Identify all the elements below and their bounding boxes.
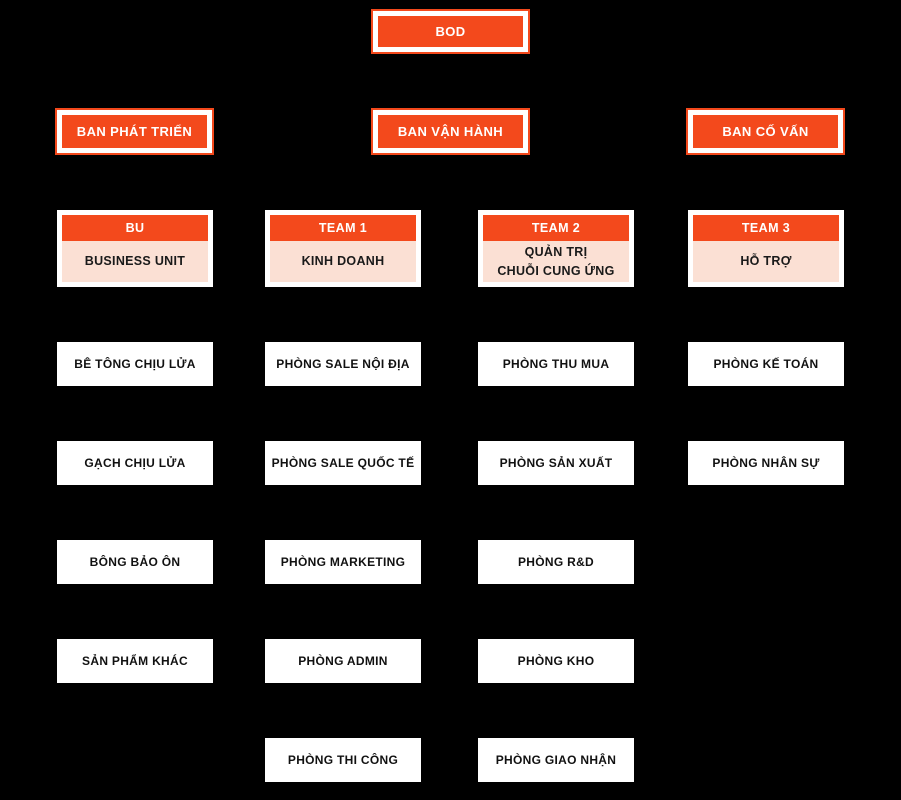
node-bod-label: BOD [435,24,466,39]
node-team-2-code: TEAM 2 [483,215,629,241]
dept-label: PHÒNG KHO [517,654,595,668]
node-team-bu-code: BU [62,215,208,241]
node-dept-rnd: PHÒNG R&D [478,540,634,584]
node-team-1-code: TEAM 1 [270,215,416,241]
node-team-2-name: QUẢN TRỊ CHUỖI CUNG ỨNG [497,245,615,278]
dept-label: PHÒNG SALE NỘI ĐỊA [276,357,410,371]
node-division-advisory: BAN CỐ VẤN [686,108,845,155]
node-team-bu-name-wrap: BUSINESS UNIT [62,241,208,282]
node-team-1-name: KINH DOANH [301,254,385,269]
node-dept-kho: PHÒNG KHO [478,639,634,683]
node-division-advisory-label: BAN CỐ VẤN [722,124,809,139]
node-dept-san-pham-khac: SẢN PHẨM KHÁC [57,639,213,683]
dept-label: PHÒNG THI CÔNG [287,753,399,767]
node-dept-sale-quoc-te: PHÒNG SALE QUỐC TẾ [265,441,421,485]
node-division-operations: BAN VẬN HÀNH [371,108,530,155]
dept-label: SẢN PHẨM KHÁC [82,654,188,668]
node-team-3-name: HỖ TRỢ [740,254,792,269]
node-dept-san-xuat: PHÒNG SẢN XUẤT [478,441,634,485]
dept-label: PHÒNG NHÂN SỰ [712,456,820,470]
dept-label: BÔNG BẢO ÔN [89,555,181,569]
node-dept-sale-noi-dia: PHÒNG SALE NỘI ĐỊA [265,342,421,386]
node-dept-thi-cong: PHÒNG THI CÔNG [265,738,421,782]
dept-label: PHÒNG R&D [517,555,595,569]
dept-label: PHÒNG MARKETING [280,555,406,569]
dept-label: PHÒNG SALE QUỐC TẾ [271,456,415,470]
node-division-development: BAN PHÁT TRIỂN [55,108,214,155]
node-division-development-label: BAN PHÁT TRIỂN [76,124,193,139]
node-dept-ke-toan: PHÒNG KẾ TOÁN [688,342,844,386]
node-dept-bong-bao-on: BÔNG BẢO ÔN [57,540,213,584]
node-team-3-name-wrap: HỖ TRỢ [693,241,839,282]
node-team-3-code: TEAM 3 [693,215,839,241]
node-dept-giao-nhan: PHÒNG GIAO NHẬN [478,738,634,782]
dept-label: PHÒNG THU MUA [502,357,610,371]
node-dept-nhan-su: PHÒNG NHÂN SỰ [688,441,844,485]
dept-label: BÊ TÔNG CHỊU LỬA [74,357,196,371]
node-bod: BOD [371,9,530,54]
dept-label: PHÒNG KẾ TOÁN [713,357,819,371]
node-team-1-name-wrap: KINH DOANH [270,241,416,282]
node-dept-admin: PHÒNG ADMIN [265,639,421,683]
node-team-bu-name: BUSINESS UNIT [84,254,186,269]
dept-label: PHÒNG ADMIN [298,654,388,668]
dept-label: PHÒNG SẢN XUẤT [499,456,613,470]
node-dept-marketing: PHÒNG MARKETING [265,540,421,584]
dept-label: PHÒNG GIAO NHẬN [495,753,617,767]
dept-label: GẠCH CHỊU LỬA [84,456,186,470]
node-team-bu: BU BUSINESS UNIT [57,210,213,287]
node-division-operations-label: BAN VẬN HÀNH [397,124,504,139]
node-dept-thu-mua: PHÒNG THU MUA [478,342,634,386]
node-team-2: TEAM 2 QUẢN TRỊ CHUỖI CUNG ỨNG [478,210,634,287]
node-team-3: TEAM 3 HỖ TRỢ [688,210,844,287]
node-dept-gach-chiu-lua: GẠCH CHỊU LỬA [57,441,213,485]
node-dept-be-tong-chiu-lua: BÊ TÔNG CHỊU LỬA [57,342,213,386]
node-team-2-name-wrap: QUẢN TRỊ CHUỖI CUNG ỨNG [483,241,629,282]
node-team-1: TEAM 1 KINH DOANH [265,210,421,287]
